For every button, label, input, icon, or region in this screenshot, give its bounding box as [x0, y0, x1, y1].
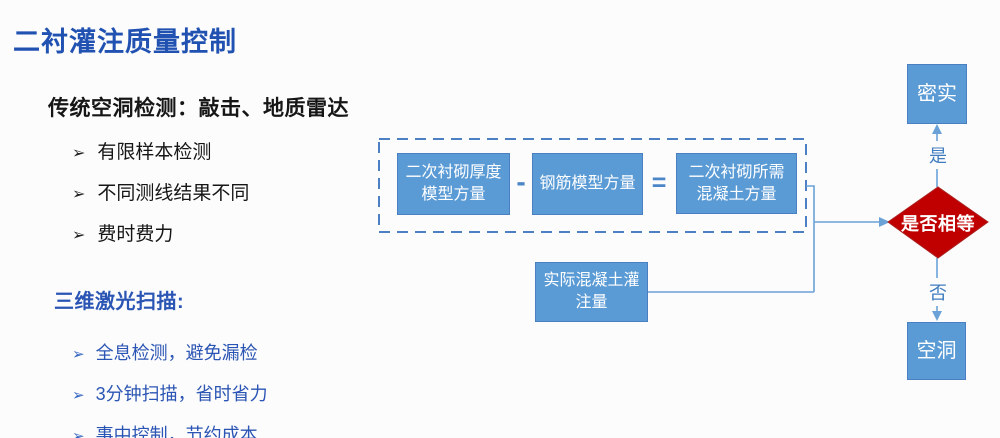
- list-item-label: 不同测线结果不同: [97, 183, 250, 204]
- page-title: 二衬灌注质量控制: [13, 27, 237, 57]
- branch-label-yes: 是: [925, 141, 951, 169]
- result-box-dense: 密实: [907, 64, 967, 124]
- list-item-label: 费时费力: [97, 224, 174, 245]
- arrowhead-down-icon: [932, 311, 942, 321]
- list-item-label: 有限样本检测: [97, 142, 212, 163]
- bullet-arrow-icon: ➢: [72, 346, 85, 363]
- result-box-void: 空洞: [907, 322, 966, 380]
- list-item: ➢ 有限样本检测: [72, 137, 349, 164]
- decision-diamond-label: 是否相等: [901, 213, 975, 234]
- flow-box-required-concrete-volume: 二次衬砌所需 混凝土方量: [676, 153, 797, 214]
- list-item-label: 全息检测，避免漏检: [95, 343, 258, 363]
- flow-box-rebar-model-volume: 钢筋模型方量: [532, 153, 643, 215]
- bullet-list: ➢ 全息检测，避免漏检 ➢ 3分钟扫描，省时省力 ➢ 事中控制，节约成本: [54, 339, 268, 438]
- list-item-label: 事中控制，节约成本: [95, 425, 258, 438]
- list-item: ➢ 费时费力: [72, 219, 349, 246]
- list-item: ➢ 事中控制，节约成本: [72, 421, 268, 438]
- section-traditional-detection: 传统空洞检测：敲击、地质雷达 ➢ 有限样本检测 ➢ 不同测线结果不同 ➢ 费时费…: [48, 92, 349, 260]
- section-heading: 传统空洞检测：敲击、地质雷达: [48, 97, 349, 120]
- bullet-arrow-icon: ➢: [72, 387, 85, 404]
- bullet-arrow-icon: ➢: [72, 186, 86, 203]
- bullet-list: ➢ 有限样本检测 ➢ 不同测线结果不同 ➢ 费时费力: [48, 137, 349, 246]
- equals-operator: =: [651, 169, 667, 197]
- bullet-arrow-icon: ➢: [72, 227, 86, 244]
- arrowhead-up-icon: [932, 124, 942, 134]
- flow-box-lining-thickness-volume: 二次衬砌厚度 模型方量: [397, 153, 510, 215]
- list-item: ➢ 全息检测，避免漏检: [72, 339, 268, 365]
- list-item: ➢ 不同测线结果不同: [72, 178, 349, 205]
- list-item-label: 3分钟扫描，省时省力: [95, 384, 268, 404]
- bullet-arrow-icon: ➢: [72, 428, 85, 438]
- list-item: ➢ 3分钟扫描，省时省力: [72, 380, 268, 406]
- bullet-arrow-icon: ➢: [72, 145, 86, 162]
- section-heading: 三维激光扫描:: [54, 291, 185, 313]
- flow-box-actual-pour-volume: 实际混凝土灌 注量: [535, 262, 648, 322]
- minus-operator: -: [516, 166, 526, 197]
- section-laser-scanning: 三维激光扫描: ➢ 全息检测，避免漏检 ➢ 3分钟扫描，省时省力 ➢ 事中控制，…: [54, 285, 268, 438]
- branch-label-no: 否: [925, 278, 951, 306]
